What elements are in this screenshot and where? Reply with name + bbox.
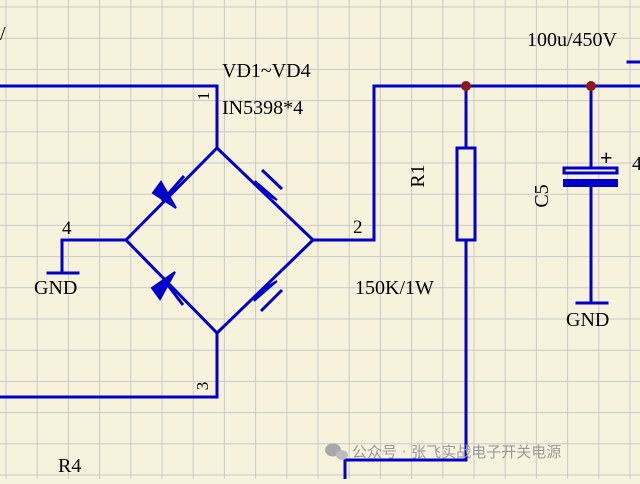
capacitor-partial-label: 4 (632, 153, 640, 175)
resistor-value-label: 150K/1W (355, 277, 434, 299)
wire-r1-bottom (343, 238, 468, 481)
diode-3-bar (162, 279, 185, 306)
capacitor-polarity-label: + (600, 145, 613, 170)
resistor-designator-label: R1 (407, 164, 429, 187)
c5-plate-top (562, 166, 619, 175)
diode-4 (253, 280, 278, 302)
wires (0, 60, 640, 481)
capacitor-designator-label: C5 (531, 184, 553, 207)
pin-2-label: 2 (353, 217, 363, 238)
diode-4-bar (259, 288, 284, 313)
wire-pin2 (311, 84, 640, 242)
diode-1-bar (160, 175, 186, 202)
wire-pin4 (60, 238, 128, 275)
bridge-designator-label: VD1~VD4 (222, 60, 311, 82)
diode-bridge (123, 145, 316, 336)
junction-dot (586, 81, 596, 91)
wechat-icon (325, 443, 348, 460)
gnd-label-left: GND (34, 277, 77, 299)
bridge-part-label: IN5398*4 (222, 97, 303, 119)
gnd-label-right: GND (566, 309, 609, 331)
diode-2-bar (260, 168, 284, 191)
bridge-outline (123, 145, 316, 336)
capacitor-value-label: 100u/450V (527, 29, 618, 51)
junctions (461, 81, 596, 91)
watermark-text: 公众号 · 张飞实战电子开关电源 (352, 443, 561, 461)
pin-1-label: 1 (194, 92, 213, 101)
r4-label: R4 (58, 455, 81, 477)
junction-dot (461, 81, 471, 91)
capacitor-c5 (562, 166, 619, 187)
pin-3-label: 3 (193, 382, 212, 391)
pin-4-label: 4 (62, 218, 72, 239)
diode-2 (254, 180, 278, 201)
wire-left-bottom (0, 331, 219, 399)
c5-plate-bottom (563, 179, 618, 187)
wire-left-top (0, 84, 219, 150)
diodes (150, 168, 284, 313)
partial-top-left-label: / (0, 23, 6, 45)
watermark: 公众号 · 张飞实战电子开关电源 (325, 443, 561, 461)
